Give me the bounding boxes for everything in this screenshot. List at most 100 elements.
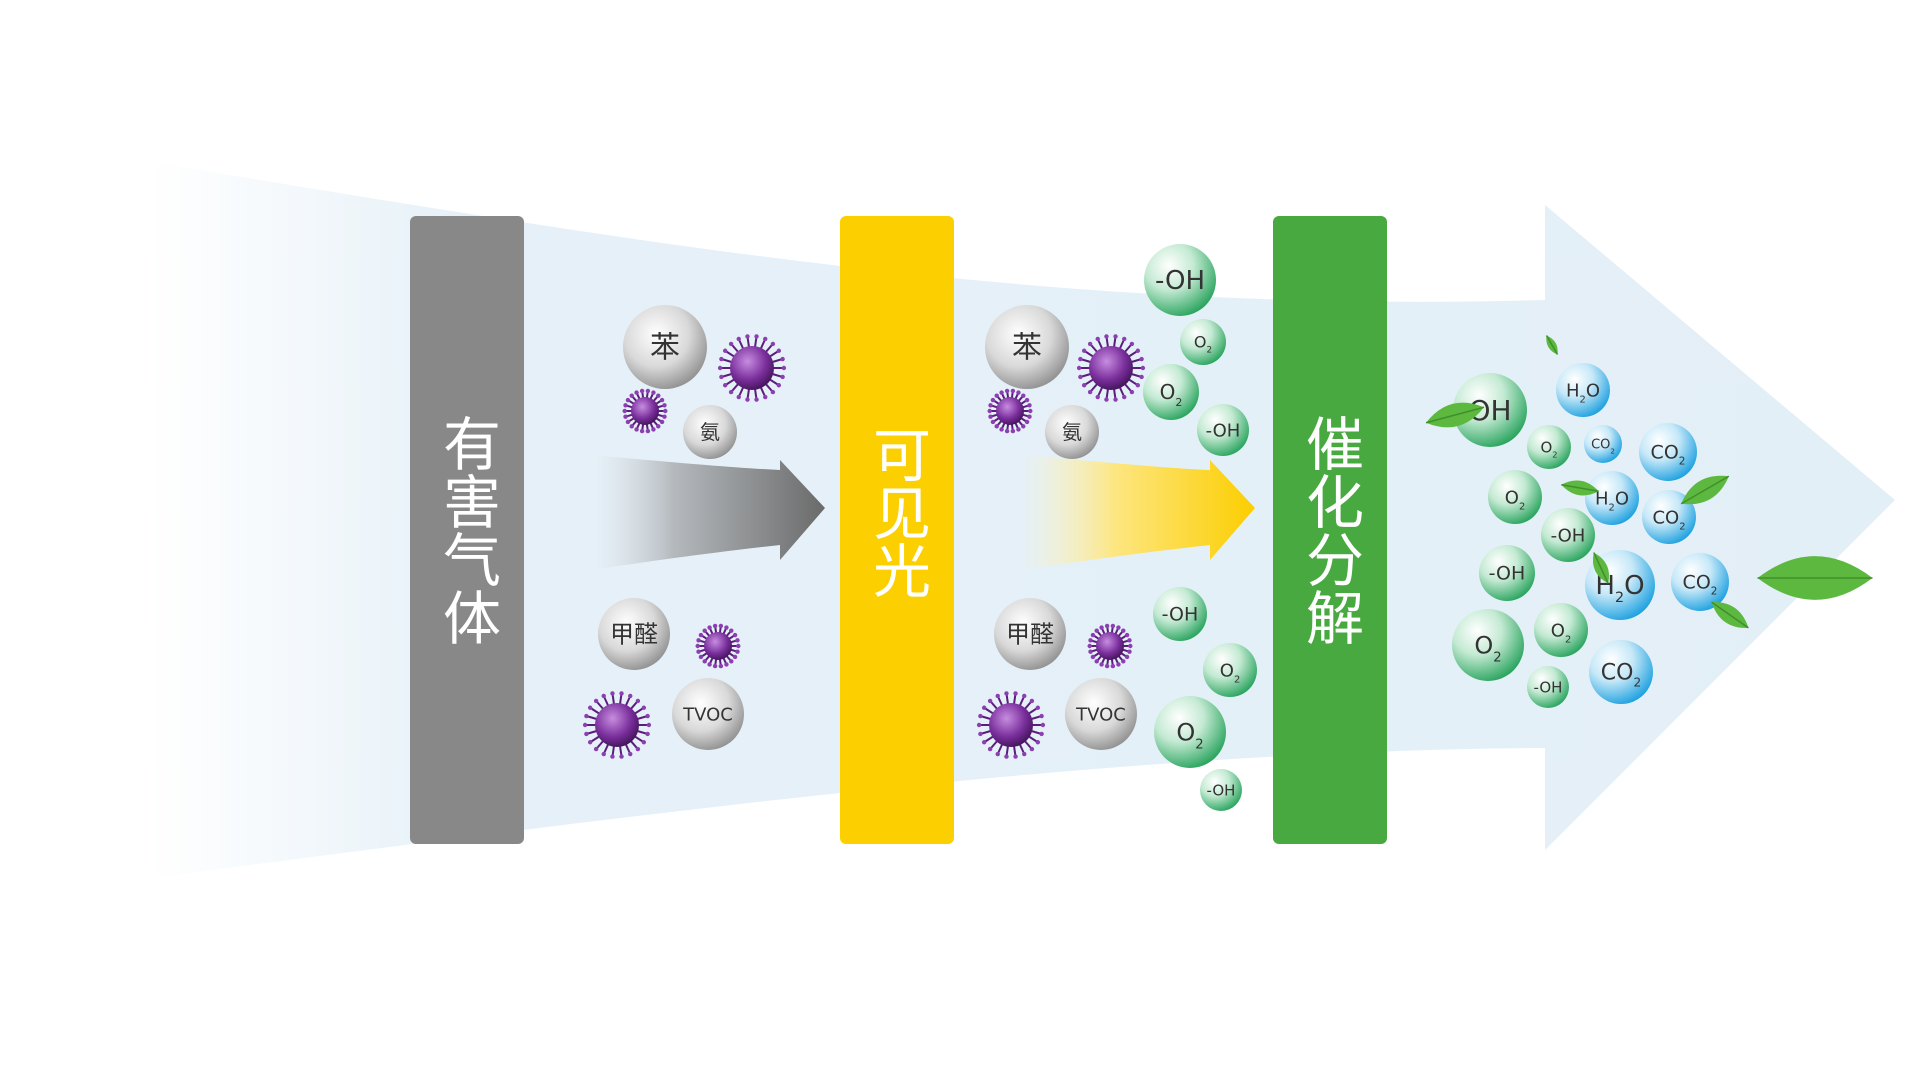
leaf-vein — [1680, 475, 1730, 505]
virus-spike-tip — [1021, 424, 1026, 429]
virus-spike-tip — [718, 623, 724, 629]
virus-spike-tip — [702, 659, 707, 664]
virus-spike-tip — [763, 394, 768, 400]
carbon-dioxide-molecule-label: CO2 — [1591, 438, 1615, 456]
virus-spike-tip — [1024, 397, 1030, 403]
oxygen-molecule-label: O2 — [1194, 333, 1212, 356]
leaf-icon — [1425, 402, 1485, 428]
benzene-molecule: 苯 — [623, 305, 707, 389]
virus-spike-tip — [728, 389, 734, 395]
virus-spike-tip — [601, 751, 606, 757]
carbon-dioxide-molecule-sphere — [1671, 553, 1729, 611]
virus-spike-tip — [1122, 394, 1127, 400]
virus-spike-tip — [584, 731, 589, 737]
virus-spike-tip — [1035, 740, 1041, 745]
formaldehyde-molecule: 甲醛 — [598, 598, 670, 670]
virus-spike-tip — [1022, 751, 1027, 757]
leaf-icon — [1561, 480, 1599, 496]
virus-spike-tip — [1029, 698, 1035, 704]
virus-spike-tip — [781, 365, 787, 371]
virus-spike-tip — [629, 424, 634, 429]
virus-spike-tip — [646, 722, 652, 728]
virus-spike-tip — [770, 341, 776, 347]
leaf-icon — [1545, 335, 1559, 355]
virus-spike-tip — [729, 628, 734, 633]
virus-spike-tip — [1121, 659, 1126, 664]
virus-spike-tip — [1021, 393, 1026, 398]
virus-spike-tip — [1016, 427, 1021, 432]
virus-icon — [582, 691, 652, 759]
oxygen-molecule-label: O2 — [1474, 631, 1501, 665]
virus-spike-tip — [1095, 394, 1100, 400]
virus-icon — [695, 623, 741, 669]
virus-spike-tip — [587, 740, 593, 745]
virus-spike-tip — [623, 414, 628, 419]
molecule-layer: 苯氨甲醛TVOC苯氨甲醛TVOC-OHO2O2-OH-OHO2O2-OHOHH2… — [582, 244, 1873, 811]
oxygen-molecule-sphere — [1180, 319, 1226, 365]
virus-spike-tip — [736, 394, 741, 400]
virus-spike-tip — [639, 388, 645, 394]
virus-body — [1089, 346, 1133, 390]
virus-body — [631, 397, 659, 425]
virus-spike-tip — [994, 393, 999, 398]
virus-spike-tip — [1087, 389, 1093, 395]
virus-icon — [1076, 334, 1146, 402]
tvoc-molecule-sphere — [1065, 678, 1137, 750]
virus-spike-tip — [662, 414, 667, 419]
virus-spike-tip — [722, 348, 728, 353]
carbon-dioxide-molecule-label: CO2 — [1601, 661, 1641, 690]
hydroxyl-molecule-sphere — [1527, 666, 1569, 708]
virus-spike-tip — [584, 713, 589, 719]
virus-spike-tip — [1004, 388, 1010, 394]
oxygen-molecule: O2 — [1143, 364, 1199, 420]
virus-spike-tip — [1122, 336, 1127, 342]
virus-spike-tip — [988, 414, 993, 419]
virus-spike-tip — [1129, 341, 1135, 347]
virus-spike-tip — [1029, 746, 1035, 752]
virus-icon — [976, 691, 1046, 759]
hydroxyl-molecule: -OH — [1197, 404, 1249, 456]
virus-spike-tip — [1116, 662, 1121, 667]
virus-spike-tip — [1081, 348, 1087, 353]
virus-spike-tip — [735, 638, 740, 643]
virus-spike-tip — [1078, 356, 1083, 362]
water-molecule: H2O — [1585, 471, 1639, 525]
virus-spike-tip — [1094, 659, 1099, 664]
virus-spike-tip — [698, 654, 704, 660]
virus-spike-tip — [1010, 428, 1016, 434]
virus-spike-tip — [722, 383, 728, 388]
tvoc-molecule-label: TVOC — [682, 704, 733, 725]
virus-spike-tip — [635, 698, 641, 704]
virus-spike-tip — [1013, 754, 1018, 759]
virus-spike-tip — [1087, 341, 1093, 347]
virus-body — [989, 703, 1033, 747]
visible-light-stage: 可见光 — [840, 216, 954, 844]
hydroxyl-molecule: -OH — [1153, 587, 1207, 641]
virus-spike-tip — [718, 663, 724, 669]
virus-spike-tip — [995, 693, 1000, 699]
tvoc-molecule-label: TVOC — [1075, 704, 1126, 725]
virus-spike-tip — [729, 659, 734, 664]
hydroxyl-molecule-label: -OH — [1155, 266, 1205, 296]
virus-spike-tip — [976, 722, 982, 728]
carbon-dioxide-molecule: CO2 — [1589, 640, 1653, 704]
oxygen-molecule-label: O2 — [1505, 487, 1525, 512]
formaldehyde-molecule-label: 甲醛 — [1006, 620, 1054, 648]
water-molecule: H2O — [1556, 363, 1610, 417]
virus-spike-tip — [659, 419, 665, 425]
virus-spike-tip — [717, 365, 723, 371]
virus-spike-tip — [1140, 365, 1146, 371]
virus-spike-tip — [641, 740, 647, 745]
virus-spike-tip — [1104, 334, 1109, 339]
virus-spike-tip — [656, 424, 661, 429]
benzene-molecule-sphere — [623, 305, 707, 389]
virus-spike-tip — [719, 356, 724, 362]
hydroxyl-molecule: OH — [1453, 373, 1527, 447]
ammonia-molecule: 氨 — [1045, 405, 1099, 459]
virus-spike-tip — [634, 390, 639, 395]
virus-spike-tip — [1013, 691, 1018, 696]
leaf-icon — [1680, 475, 1730, 505]
oxygen-molecule-sphere — [1452, 609, 1524, 681]
virus-icon — [717, 334, 787, 402]
